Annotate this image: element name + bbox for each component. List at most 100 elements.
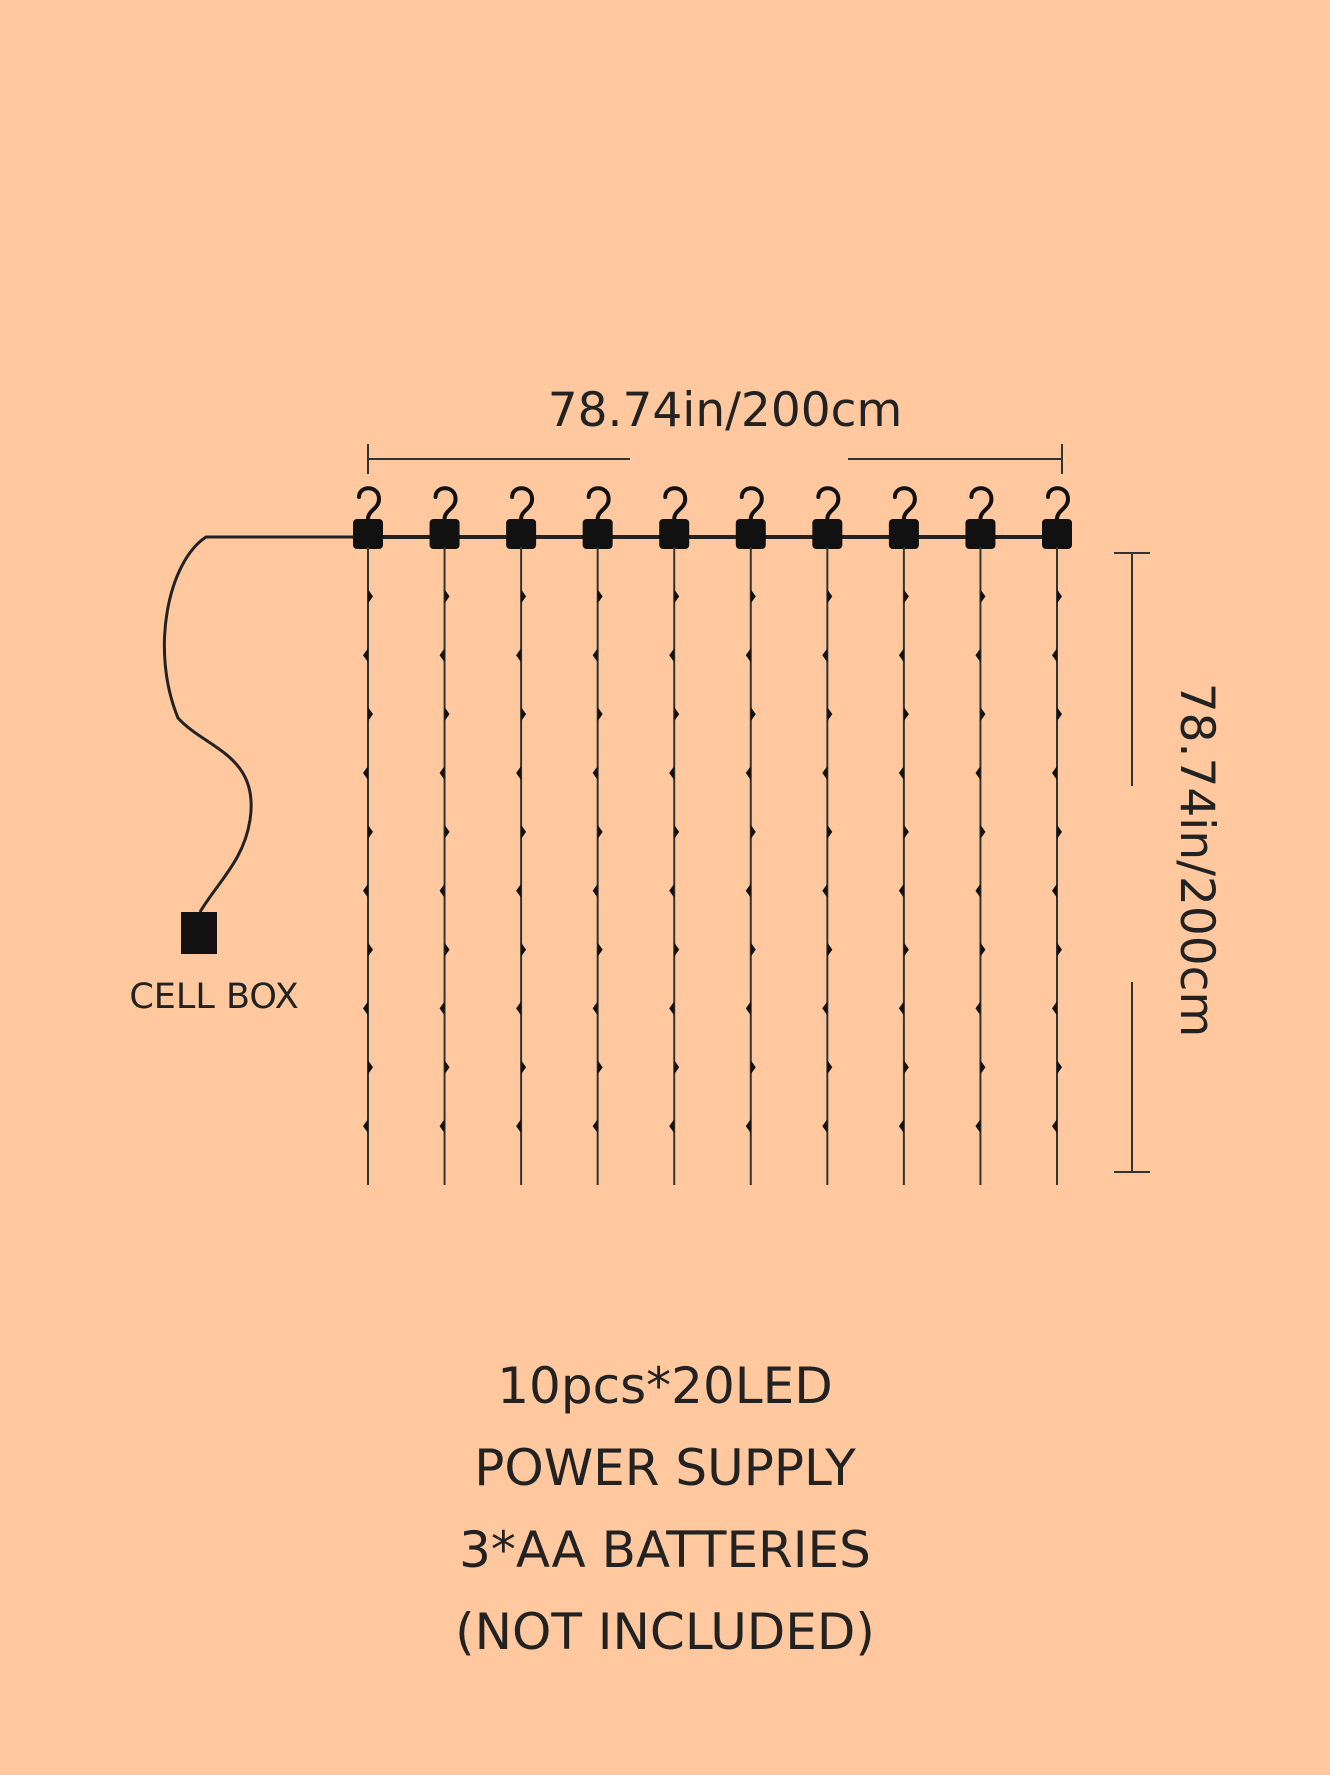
hook-icon xyxy=(433,486,458,521)
led-bead xyxy=(827,824,833,839)
strand-clip xyxy=(888,519,919,549)
hook-icon xyxy=(739,486,764,521)
led-bead xyxy=(745,648,751,663)
led-bead xyxy=(674,1060,680,1075)
height-dimension: 78.74in/200cm xyxy=(1114,552,1224,1173)
led-bead xyxy=(439,883,445,898)
led-bead xyxy=(363,1119,368,1134)
cell-box-icon xyxy=(181,912,217,954)
led-bead xyxy=(368,589,373,604)
led-bead xyxy=(1052,1119,1057,1134)
led-bead xyxy=(822,1119,828,1134)
led-bead xyxy=(363,1001,368,1016)
led-bead xyxy=(980,942,986,957)
spec-led-count: 10pcs*20LED xyxy=(497,1357,833,1415)
led-bead xyxy=(363,766,368,780)
hook-icon xyxy=(1046,486,1071,521)
led-bead xyxy=(444,707,450,722)
led-bead xyxy=(750,707,756,722)
strand-clip xyxy=(353,519,383,549)
led-bead xyxy=(750,824,756,839)
led-bead xyxy=(822,883,828,898)
led-bead xyxy=(521,589,527,604)
led-bead xyxy=(975,1001,981,1016)
led-bead xyxy=(903,1060,909,1075)
strand-clip xyxy=(812,519,843,549)
strand-clip xyxy=(429,519,460,549)
light-strands xyxy=(353,486,1072,1185)
led-bead xyxy=(674,589,680,604)
strand-clip xyxy=(965,519,996,549)
led-bead xyxy=(827,942,833,957)
led-bead xyxy=(975,766,981,780)
led-bead xyxy=(827,1060,833,1075)
led-bead xyxy=(822,1001,828,1016)
led-bead xyxy=(674,942,680,957)
hook-icon xyxy=(816,486,841,521)
led-bead xyxy=(903,589,909,604)
led-bead xyxy=(368,824,373,839)
power-cable xyxy=(162,535,357,913)
led-bead xyxy=(1052,766,1057,780)
led-bead xyxy=(745,766,751,780)
led-bead xyxy=(669,883,675,898)
led-bead xyxy=(516,883,522,898)
led-bead xyxy=(1057,707,1062,722)
led-bead xyxy=(822,766,828,780)
led-bead xyxy=(1052,1001,1057,1016)
hook-icon xyxy=(663,486,688,521)
spec-not-included: (NOT INCLUDED) xyxy=(455,1603,875,1661)
led-bead xyxy=(669,648,675,663)
led-bead xyxy=(368,1060,373,1075)
led-bead xyxy=(750,589,756,604)
led-bead xyxy=(669,1001,675,1016)
led-bead xyxy=(521,942,527,957)
led-bead xyxy=(903,824,909,839)
led-bead xyxy=(597,1060,603,1075)
led-bead xyxy=(597,942,603,957)
led-bead xyxy=(674,824,680,839)
led-bead xyxy=(597,707,603,722)
led-bead xyxy=(1057,942,1062,957)
led-bead xyxy=(745,883,751,898)
led-bead xyxy=(363,648,368,663)
strand-clip xyxy=(582,519,613,549)
led-bead xyxy=(827,707,833,722)
width-dimension: 78.74in/200cm xyxy=(367,383,1063,474)
led-bead xyxy=(1052,648,1057,663)
led-bead xyxy=(669,766,675,780)
led-bead xyxy=(975,1119,981,1134)
led-bead xyxy=(975,648,981,663)
led-bead xyxy=(521,707,527,722)
led-bead xyxy=(516,1119,522,1134)
led-bead xyxy=(980,1060,986,1075)
width-label: 78.74in/200cm xyxy=(548,383,903,438)
led-bead xyxy=(750,942,756,957)
led-bead xyxy=(592,648,598,663)
hook-icon xyxy=(357,486,382,521)
hook-icon xyxy=(586,486,611,521)
led-bead xyxy=(439,766,445,780)
led-bead xyxy=(669,1119,675,1134)
led-bead xyxy=(597,589,603,604)
led-bead xyxy=(980,589,986,604)
led-bead xyxy=(439,1119,445,1134)
led-bead xyxy=(439,1001,445,1016)
led-bead xyxy=(368,707,373,722)
cable-wire xyxy=(162,535,357,913)
led-bead xyxy=(592,883,598,898)
strand-clip xyxy=(735,519,766,549)
led-bead xyxy=(592,1001,598,1016)
led-bead xyxy=(898,1001,904,1016)
led-bead xyxy=(750,1060,756,1075)
led-bead xyxy=(898,766,904,780)
led-bead xyxy=(516,766,522,780)
led-bead xyxy=(898,648,904,663)
led-bead xyxy=(980,824,986,839)
led-bead xyxy=(592,1119,598,1134)
strand-clip xyxy=(659,519,690,549)
led-bead xyxy=(1057,824,1062,839)
led-bead xyxy=(444,589,450,604)
led-bead xyxy=(597,824,603,839)
